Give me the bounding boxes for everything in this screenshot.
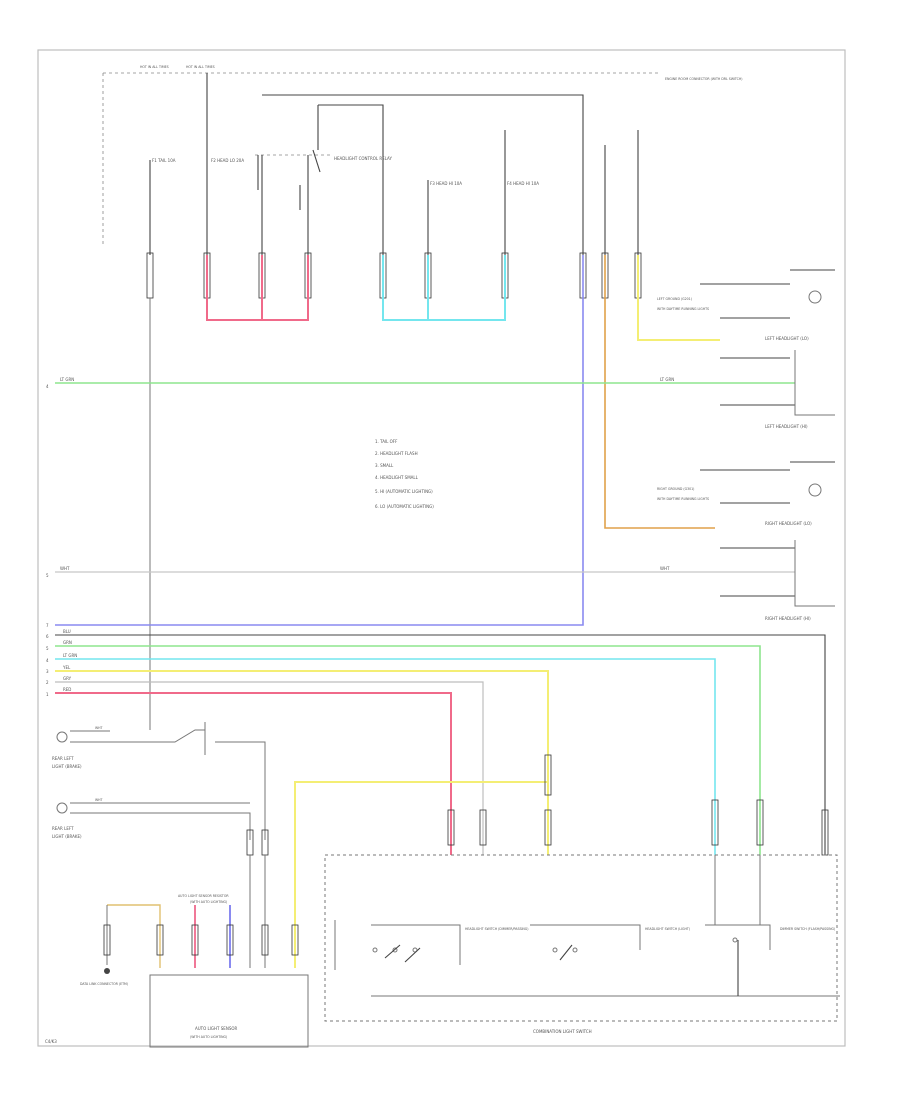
rear-switch-wire [110, 722, 266, 840]
right-ground-label: RIGHT GROUND (G301) [657, 487, 694, 491]
bus-num-4: 4 [46, 658, 49, 663]
gnd-note-1: WITH DAYTIME RUNNING LIGHTS [657, 307, 709, 311]
side-number-2: 5 [46, 573, 49, 578]
rear-left-light-2: WHT REAR LEFT LIGHT (BRAKE) [52, 798, 251, 840]
dlc-label: DATA LINK CONNECTOR (ETM) [80, 982, 128, 986]
right-feeds [604, 130, 639, 255]
sensor-wht-wires [249, 855, 266, 968]
switch-block-1: HEADLIGHT SWITCH (DIMMER/PASSING) [334, 920, 840, 997]
wht-label-left: WHT [60, 566, 70, 571]
hot-label-left: HOT IN ALL TIMES [140, 65, 169, 69]
right-headlight-lo-label: RIGHT HEADLIGHT (LO) [765, 521, 812, 526]
bus-num-2: 2 [46, 680, 49, 685]
left-ground-label: LEFT GROUND (G201) [657, 297, 692, 301]
svg-text:DIMMER SWITCH (FLASH/PASSING): DIMMER SWITCH (FLASH/PASSING) [780, 927, 835, 931]
page-id: C4/K3 [45, 1039, 57, 1044]
svg-text:WHT: WHT [95, 726, 103, 730]
legend-item-5: 5. HI (AUTOMATIC LIGHTING) [375, 489, 433, 494]
legend-item-1: 1. TAIL OFF [375, 439, 398, 444]
bus-wire-6 [55, 645, 761, 855]
svg-text:(WITH AUTO LIGHTING): (WITH AUTO LIGHTING) [190, 1035, 227, 1039]
fuse-f3-label: F3 HEAD HI 10A [430, 181, 462, 186]
svg-text:LIGHT (BRAKE): LIGHT (BRAKE) [52, 764, 82, 769]
svg-text:WHT: WHT [95, 798, 103, 802]
bus-wire-3 [55, 681, 484, 855]
hot-label-right: HOT IN ALL TIMES [186, 65, 215, 69]
dlc-connector-right [156, 924, 164, 956]
bus-label-grn: GRN [63, 640, 72, 645]
bus-num-5: 5 [46, 646, 49, 651]
bus-num-7: 7 [46, 623, 49, 628]
bus-label-gry: GRY [63, 676, 72, 681]
combination-switch-label: COMBINATION LIGHT SWITCH [533, 1029, 592, 1034]
switch-block-2: HEADLIGHT SWITCH (LIGHT) [530, 924, 690, 961]
svg-text:(WITH AUTO LIGHTING): (WITH AUTO LIGHTING) [190, 900, 227, 904]
bus-wire-5 [55, 658, 716, 855]
relay-right-wires [299, 155, 309, 255]
top-connector-row [146, 252, 642, 299]
bus-wire-7 [55, 634, 826, 855]
left-headlight-group: LEFT HEADLIGHT (LO) LEFT HEADLIGHT (HI) … [657, 269, 835, 429]
yellow-right-wire [637, 255, 720, 341]
switch-position-legend: 1. TAIL OFF 2. HEADLIGHT FLASH 3. SMALL … [375, 439, 434, 509]
relay-left-wires [257, 155, 263, 255]
rear-left-1-label: REAR LEFT [52, 756, 74, 761]
bus-wire-2 [55, 692, 452, 855]
legend-item-4: 4. HEADLIGHT SMALL [375, 475, 419, 480]
svg-text:LIGHT (BRAKE): LIGHT (BRAKE) [52, 834, 82, 839]
legend-item-3: 3. SMALL [375, 463, 394, 468]
right-headlight-group: RIGHT HEADLIGHT (LO) RIGHT HEADLIGHT (HI… [657, 461, 835, 621]
top-right-note: ENGINE ROOM CONNECTOR (WITH DRL SWITCH) [665, 77, 743, 81]
cyan-splice [382, 255, 506, 321]
bus-label-yel: YEL [62, 665, 71, 670]
rear-left-light-1: WHT REAR LEFT LIGHT (BRAKE) [52, 726, 110, 769]
bus-num-1: 1 [46, 692, 49, 697]
auto-light-sensor-label: AUTO LIGHT SENSOR [195, 1026, 238, 1031]
rear-left-2-label: REAR LEFT [52, 826, 74, 831]
orange-wire [604, 255, 715, 529]
auto-light-sensor-box [149, 974, 309, 1048]
relay-label: HEADLIGHT CONTROL RELAY [334, 156, 392, 161]
combination-switch-box [324, 854, 838, 1022]
green-label-right: LT GRN [660, 377, 674, 382]
legend-item-2: 2. HEADLIGHT FLASH [375, 451, 418, 456]
bus-label-red: RED [63, 687, 71, 692]
bus-label-blu: BLU [63, 629, 71, 634]
blue-wire [55, 255, 584, 626]
switch-block-3: DIMMER SWITCH (FLASH/PASSING) [705, 855, 835, 996]
auto-light-top-label: AUTO LIGHT SENSOR RESISTOR [178, 894, 229, 898]
fuse-f2-label: F2 HEAD LO 20A [211, 158, 244, 163]
relay-coil-wire [318, 104, 384, 255]
yellow-sensor-wire [294, 781, 548, 968]
left-headlight-lo-label: LEFT HEADLIGHT (LO) [765, 336, 809, 341]
wht-label-right: WHT [660, 566, 670, 571]
svg-text:HEADLIGHT SWITCH (DIMMER/PASSI: HEADLIGHT SWITCH (DIMMER/PASSING) [465, 927, 529, 931]
bus-num-3: 3 [46, 669, 49, 674]
bus-connectors [246, 754, 829, 856]
gnd-note-2: WITH DAYTIME RUNNING LIGHTS [657, 497, 709, 501]
ground-point [104, 968, 110, 974]
right-headlight-hi-label: RIGHT HEADLIGHT (HI) [765, 616, 811, 621]
red-splice [206, 255, 309, 321]
bus-label-ltgrn: LT GRN [63, 653, 77, 658]
diagram-frame [37, 49, 846, 1047]
side-number-1: 4 [46, 384, 49, 389]
svg-text:HEADLIGHT SWITCH (LIGHT): HEADLIGHT SWITCH (LIGHT) [645, 927, 690, 931]
fuse-f1-label: F1 TAIL 10A [152, 158, 176, 163]
relay-top-wire [262, 94, 584, 255]
bus-labels: BLU GRN LT GRN YEL GRY RED 7 6 5 4 3 2 1 [46, 623, 77, 697]
relay-contact [312, 149, 321, 173]
fuse-f4-label: F4 HEAD HI 10A [507, 181, 539, 186]
legend-item-6: 6. LO (AUTOMATIC LIGHTING) [375, 504, 434, 509]
dlc-connector-left [103, 924, 111, 956]
bus-wire-4 [55, 670, 549, 855]
left-headlight-hi-label: LEFT HEADLIGHT (HI) [765, 424, 808, 429]
dlc-wire [107, 904, 161, 968]
bus-num-6: 6 [46, 634, 49, 639]
green-label-left: LT GRN [60, 377, 74, 382]
sensor-connectors [191, 924, 299, 956]
